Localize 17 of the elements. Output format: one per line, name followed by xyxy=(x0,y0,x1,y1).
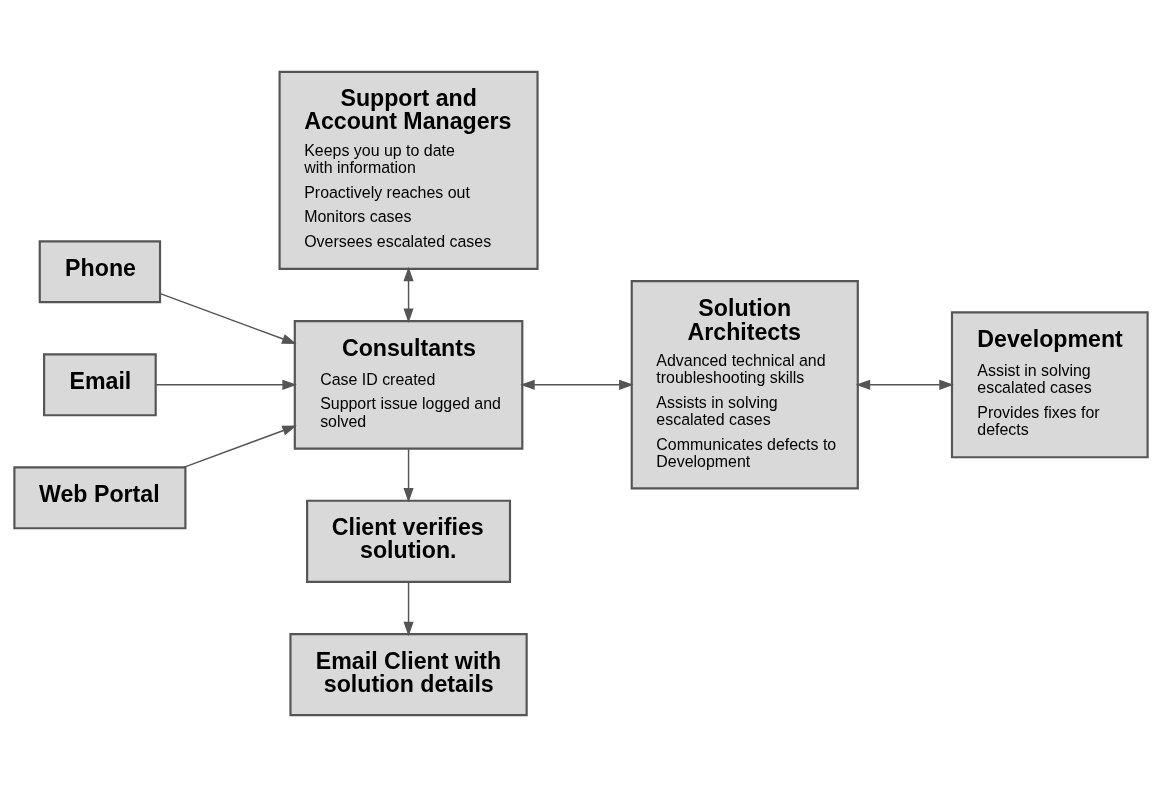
arrow xyxy=(403,447,414,503)
node-box: Development Assist in solving escalated cases Provides fixes for defects xyxy=(950,310,1149,458)
node-box: Web Portal xyxy=(13,465,187,529)
node-box: Client verifies solution. xyxy=(306,499,512,583)
arrow xyxy=(520,379,634,390)
arrow xyxy=(159,292,297,344)
node-box: Email xyxy=(43,352,157,416)
node-box: Email Client with solution details xyxy=(289,632,528,716)
arrow xyxy=(182,425,297,468)
node-box: Support and Account Managers Keeps you up to date with information Proactively reaches out Monitors cases Oversees escalated cases xyxy=(278,70,539,270)
node-box: Solution Architects Advanced technical and troubleshooting skills Assists in solving escalated cases Communicates defects to Development xyxy=(630,279,859,489)
arrow xyxy=(155,379,297,390)
node-box: Phone xyxy=(38,239,162,303)
node-box: Consultants Case ID created Support issue logged and solved xyxy=(293,319,524,450)
arrow xyxy=(403,266,414,323)
arrow xyxy=(855,379,954,390)
arrow xyxy=(403,581,414,636)
